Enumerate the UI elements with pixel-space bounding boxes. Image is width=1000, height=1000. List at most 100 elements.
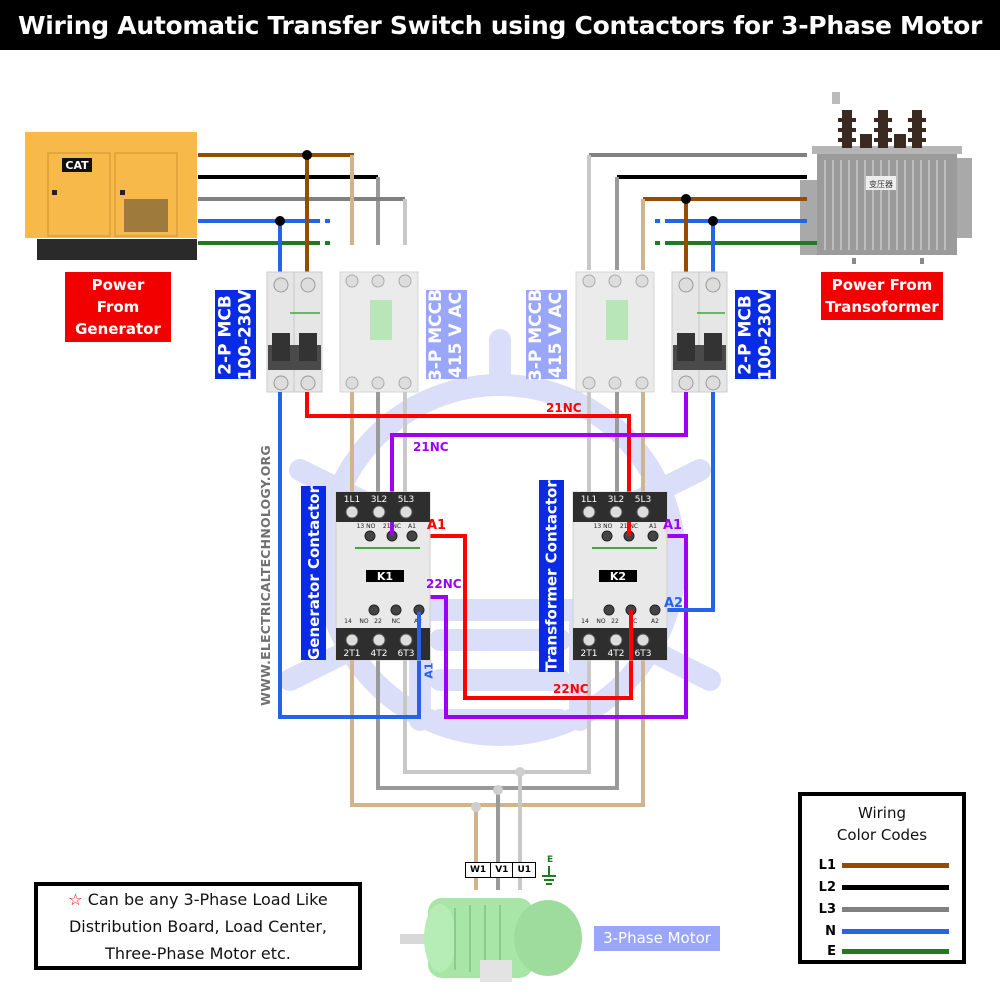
- legend-title: Wiring Color Codes: [802, 802, 962, 846]
- k1-terminal-5l3: 5L3: [398, 495, 414, 505]
- note-line3: Three-Phase Motor etc.: [105, 944, 291, 963]
- k2-terminal-4t2: 4T2: [608, 649, 625, 659]
- generator-label-line2: Generator: [75, 320, 161, 338]
- k2-aux-a1: A1: [649, 523, 657, 530]
- control-wire-ends: [390, 522, 633, 660]
- k2-aux-14: 14: [581, 618, 589, 625]
- junction-dot: [681, 194, 691, 204]
- wire-tag-red-21nc: 21NC: [546, 401, 582, 415]
- transformer-contactor[interactable]: K2 1L1 3L2 5L3 2T1 4T2 6T3 13 NO 21 NC A…: [572, 491, 668, 661]
- k2-id: K2: [610, 570, 626, 583]
- generator-contactor-label-text: Generator Contactor: [304, 485, 323, 661]
- legend-key: L3: [818, 902, 836, 917]
- transformer-mccb[interactable]: [575, 271, 655, 393]
- k1-aux-22: 22: [374, 618, 382, 625]
- k1-terminal-6t3: 6T3: [398, 649, 415, 659]
- junction-dot: [302, 150, 312, 160]
- transformer-label-line1: Power From: [831, 276, 933, 294]
- tr-mccb-label-line1: 3-P MCCB: [526, 288, 547, 381]
- k2-aux-13no: 13 NO: [594, 523, 613, 530]
- gen-mcb-label-line2: 100-230V: [235, 288, 256, 381]
- legend-key: E: [827, 944, 836, 959]
- legend-swatch: [842, 885, 949, 890]
- motor-label: 3-Phase Motor: [594, 926, 720, 951]
- legend-item-n: N: [814, 924, 949, 939]
- transformer-icon: 变压器: [800, 92, 972, 264]
- gen-mcb-label-line1: 2-P MCB: [215, 294, 236, 375]
- legend-title-line2: Color Codes: [836, 826, 928, 844]
- load-note-box: ☆ Can be any 3-Phase Load Like Distribut…: [34, 882, 362, 970]
- generator-mcb[interactable]: [266, 271, 323, 393]
- junction-dot: [493, 785, 503, 795]
- legend-item-l3: L3: [814, 902, 949, 917]
- gen-mccb-label-line1: 3-P MCCB: [426, 288, 447, 381]
- generator-logo: CAT: [65, 159, 89, 172]
- page-title: Wiring Automatic Transfer Switch using C…: [17, 10, 983, 40]
- k1-aux-14: 14: [344, 618, 352, 625]
- legend-item-l2: L2: [814, 880, 949, 895]
- watermark-text: WWW.ELECTRICALTECHNOLOGY.ORG: [257, 444, 273, 706]
- wire-tag-red-22nc: 22NC: [553, 682, 589, 696]
- legend-key: L2: [818, 880, 836, 895]
- generator-contactor-label: Generator Contactor: [301, 486, 326, 660]
- k2-terminal-6t3: 6T3: [635, 649, 652, 659]
- k1-terminal-3l2: 3L2: [371, 495, 387, 505]
- generator-mccb[interactable]: [339, 271, 419, 393]
- k1-aux-13no: 13 NO: [357, 523, 376, 530]
- wire-tag-k1-a1-blue: A1: [422, 662, 436, 679]
- legend-swatch: [842, 949, 949, 954]
- k1-id: K1: [377, 570, 393, 583]
- star-icon: ☆: [68, 890, 83, 909]
- generator-contactor[interactable]: K1 1L1 3L2 5L3 2T1 4T2 6T3 13 NO 21 NC A…: [335, 491, 431, 661]
- wire-tag-k1-22nc: 22NC: [426, 577, 462, 591]
- wire-tag-k2-a2: A2: [664, 596, 684, 611]
- k1-aux-a1: A1: [408, 523, 416, 530]
- k2-terminal-1l1: 1L1: [581, 495, 597, 505]
- legend-key: N: [825, 924, 836, 939]
- transformer-mcb[interactable]: [671, 271, 728, 393]
- k2-terminal-2t1: 2T1: [581, 649, 598, 659]
- k1-terminal-4t2: 4T2: [371, 649, 388, 659]
- watermark: WWW.ELECTRICALTECHNOLOGY.ORG: [250, 430, 280, 720]
- k2-terminal-5l3: 5L3: [635, 495, 651, 505]
- motor-terminal-v1: V1: [491, 863, 514, 877]
- transformer-feed-wires: [587, 153, 817, 275]
- motor-terminal-box: W1 V1 U1: [465, 862, 537, 878]
- legend-key: L1: [818, 858, 836, 873]
- transformer-plate: 变压器: [869, 179, 893, 189]
- legend-title-line1: Wiring: [857, 804, 907, 822]
- note-line2: Distribution Board, Load Center,: [68, 917, 328, 936]
- earth-symbol-icon: [542, 866, 556, 885]
- junction-dot: [515, 767, 525, 777]
- title-bar: Wiring Automatic Transfer Switch using C…: [0, 0, 1000, 50]
- tr-mcb-label-line1: 2-P MCB: [735, 294, 756, 375]
- k2-aux-22: 22: [611, 618, 619, 625]
- tr-mccb-label-line2: 415 V AC: [546, 291, 567, 378]
- motor-terminal-u1: U1: [517, 865, 532, 875]
- k1-aux-no: NO: [359, 618, 368, 625]
- transformer-contactor-label-text: Transformer Contactor: [542, 480, 561, 672]
- junction-dot: [275, 216, 285, 226]
- motor-icon: [400, 898, 582, 982]
- note-line1: ☆ Can be any 3-Phase Load Like: [38, 886, 358, 913]
- k2-terminal-3l2: 3L2: [608, 495, 624, 505]
- motor-terminal-w1: W1: [466, 863, 492, 877]
- legend-swatch: [842, 907, 949, 912]
- k1-aux-nc: NC: [392, 618, 401, 625]
- generator-feed-wires: [198, 153, 407, 275]
- earth-label: E: [547, 855, 554, 865]
- k2-aux-a2: A2: [651, 618, 659, 625]
- gen-mccb-label-line2: 415 V AC: [446, 291, 467, 378]
- note-line1-text: Can be any 3-Phase Load Like: [87, 890, 328, 909]
- transformer-contactor-label: Transformer Contactor: [539, 480, 564, 672]
- legend-item-l1: L1: [814, 858, 949, 873]
- k1-terminal-2t1: 2T1: [344, 649, 361, 659]
- junction-dot: [708, 216, 718, 226]
- transformer-label-line2: Transoformer: [825, 298, 939, 316]
- k1-terminal-1l1: 1L1: [344, 495, 360, 505]
